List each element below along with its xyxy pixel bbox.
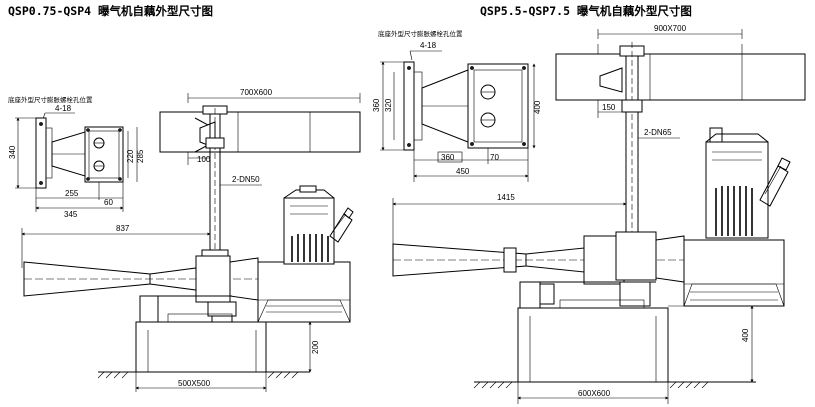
left-motor-unit (257, 185, 354, 323)
right-dim-70: 70 (490, 153, 499, 162)
left-dim-tank-top: 700X600 (240, 88, 273, 97)
left-dim-60: 60 (104, 198, 113, 207)
right-ejector (392, 231, 690, 307)
right-base-caption: 底座外型尺寸膨胀螺栓孔位置 (378, 29, 463, 38)
right-dim-1415: 1415 (497, 193, 515, 202)
left-guide-pipe: 100 2-DN50 (187, 105, 262, 250)
right-dim-tank-top: 900X700 (654, 24, 687, 33)
left-dim-100: 100 (197, 155, 211, 164)
left-pedestal: 200 500X500 (97, 295, 320, 392)
right-pedestal: 400 600X600 (473, 281, 756, 404)
right-title: QSP5.5-QSP7.5 曝气机自藕外型尺寸图 (480, 4, 692, 18)
right-dim-400: 400 (741, 328, 750, 342)
right-pipe-label: 2-DN65 (644, 128, 672, 137)
left-base-caption: 底座外型尺寸膨胀螺栓孔位置 (8, 95, 93, 104)
left-dim-220: 220 (126, 149, 135, 163)
right-dim-360: 360 (372, 98, 381, 112)
right-dim-150: 150 (602, 103, 616, 112)
right-dim-320: 320 (384, 98, 393, 112)
left-figure: 底座外型尺寸膨胀螺栓孔位置 4-18 (8, 88, 361, 392)
left-dim-345: 345 (64, 210, 78, 219)
left-dim-255: 255 (65, 189, 79, 198)
right-hole-label: 4-18 (420, 41, 437, 50)
left-ejector (23, 249, 300, 323)
right-guide-pipe: 150 2-DN65 (597, 42, 680, 240)
right-dim-360-horizontal: 360 (441, 153, 455, 162)
left-base-detail: 底座外型尺寸膨胀螺栓孔位置 4-18 (8, 95, 145, 219)
right-base-detail: 底座外型尺寸膨胀螺栓孔位置 4-18 (372, 29, 542, 182)
left-dim-285: 285 (136, 149, 145, 163)
left-title: QSP0.75-QSP4 曝气机自藕外型尺寸图 (8, 4, 213, 18)
right-figure: 底座外型尺寸膨胀螺栓孔位置 4-18 (372, 24, 806, 404)
left-hole-label: 4-18 (55, 104, 72, 113)
right-motor-unit (683, 127, 791, 307)
left-top-tank: 700X600 (159, 88, 361, 153)
right-top-tank: 900X700 (555, 24, 806, 101)
right-dim-400-detail: 400 (533, 100, 542, 114)
left-dim-base: 500X500 (178, 379, 211, 388)
left-dim-837: 837 (116, 224, 130, 233)
left-pipe-label: 2-DN50 (232, 175, 260, 184)
right-dim-base: 600X600 (578, 389, 611, 398)
right-dim-450: 450 (456, 167, 470, 176)
left-dim-200: 200 (311, 340, 320, 354)
left-dim-340: 340 (8, 145, 17, 159)
